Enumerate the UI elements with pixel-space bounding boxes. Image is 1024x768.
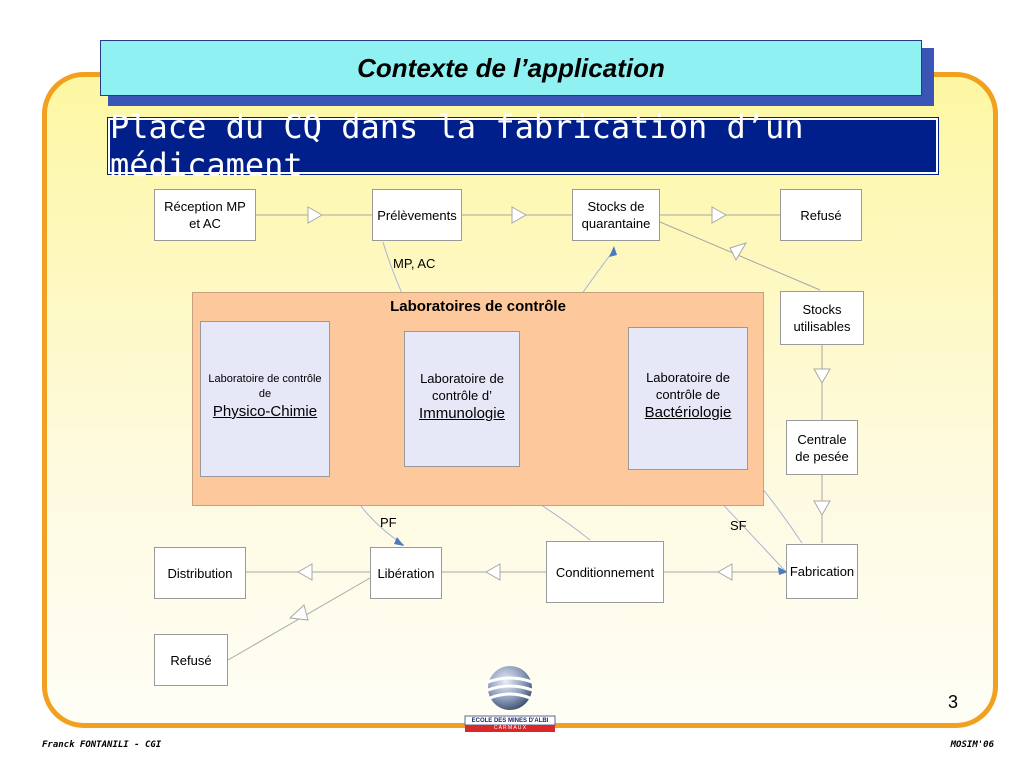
arrowhead-7 bbox=[716, 563, 733, 581]
label-pf: PF bbox=[380, 515, 397, 530]
lab-immuno-line1: Laboratoire de contrôle d’ bbox=[420, 371, 504, 403]
node-reception: Réception MP et AC bbox=[154, 189, 256, 241]
lab-bacterio-line2: Bactériologie bbox=[644, 404, 732, 421]
page-number: 3 bbox=[948, 692, 959, 712]
arrowhead-1 bbox=[307, 206, 324, 224]
arrowhead-4 bbox=[729, 242, 748, 262]
link-stocks-utilisables bbox=[659, 221, 821, 291]
arrow-blue-liberation bbox=[394, 537, 404, 546]
node-conditionnement: Conditionnement bbox=[546, 541, 664, 603]
globe-icon bbox=[464, 666, 556, 732]
arrowhead-10 bbox=[288, 604, 309, 621]
lab-bacteriologie: Laboratoire de contrôle de Bactériologie bbox=[628, 327, 748, 470]
arrow-blue-stocks bbox=[609, 246, 617, 257]
school-logo: ECOLE DES MINES D'ALBI C A R M A U X bbox=[462, 660, 558, 738]
lab-immunologie: Laboratoire de contrôle d’ Immunologie bbox=[404, 331, 520, 467]
arrowhead-8 bbox=[484, 563, 501, 581]
node-stocks-quarantaine: Stocks de quarantaine bbox=[572, 189, 660, 241]
slide-title: Contexte de l’application bbox=[100, 40, 922, 96]
arrowhead-6 bbox=[813, 500, 831, 517]
lab-area-title: Laboratoires de contrôle bbox=[390, 298, 566, 315]
arrowhead-3 bbox=[711, 206, 728, 224]
label-sf: SF bbox=[730, 518, 747, 533]
node-liberation: Libération bbox=[370, 547, 442, 599]
lab-bacterio-line1: Laboratoire de contrôle de bbox=[646, 370, 730, 402]
node-distribution: Distribution bbox=[154, 547, 246, 599]
arrowhead-2 bbox=[511, 206, 528, 224]
node-stocks-utilisables: Stocks utilisables bbox=[780, 291, 864, 345]
footer-author: Franck FONTANILI - CGI bbox=[42, 740, 162, 750]
node-fabrication: Fabrication bbox=[786, 544, 858, 599]
lab-immuno-line2: Immunologie bbox=[419, 405, 505, 422]
node-refuse-top: Refusé bbox=[780, 189, 862, 241]
lab-physico-line1: Laboratoire de contrôle de bbox=[208, 373, 322, 400]
node-centrale-pesee: Centrale de pesée bbox=[786, 420, 858, 475]
lab-physico-line2: Physico-Chimie bbox=[212, 403, 318, 420]
lab-physico-chimie: Laboratoire de contrôle de Physico-Chimi… bbox=[200, 321, 330, 477]
arrow-blue-fabrication bbox=[778, 567, 788, 575]
logo-text-bottom: C A R M A U X bbox=[493, 725, 527, 731]
node-prelevements: Prélèvements bbox=[372, 189, 462, 241]
logo-text-top: ECOLE DES MINES D'ALBI bbox=[471, 718, 549, 724]
arrowhead-5 bbox=[813, 368, 831, 385]
arrowhead-9 bbox=[296, 563, 313, 581]
label-mp-ac: MP, AC bbox=[393, 256, 436, 271]
node-refuse-bottom: Refusé bbox=[154, 634, 228, 686]
footer-conference: MOSIM'06 bbox=[950, 740, 994, 750]
